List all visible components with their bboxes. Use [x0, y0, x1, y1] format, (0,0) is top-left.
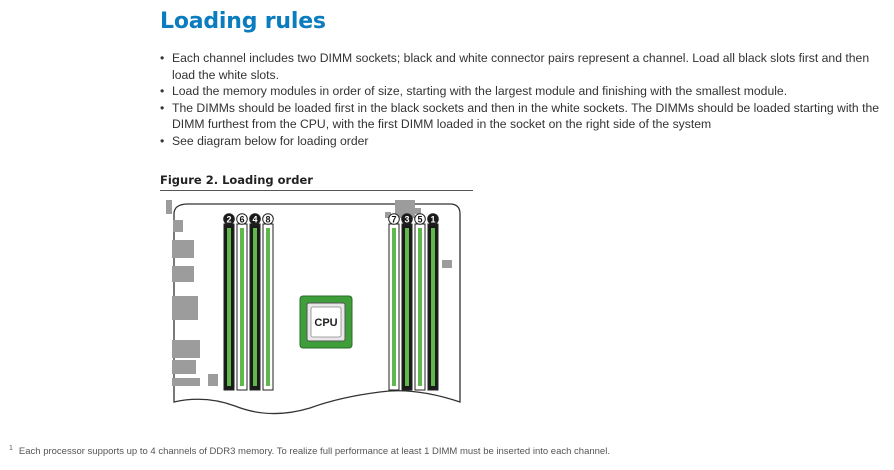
rule-item: See diagram below for loading order [160, 133, 890, 150]
dimm-slot-5: 5 [414, 213, 426, 391]
cpu-socket: CPU [299, 295, 353, 349]
dimm-slot-4: 4 [249, 213, 261, 391]
dimm-order-number: 1 [430, 215, 435, 225]
dimm-slot-1: 1 [427, 213, 439, 391]
footnote-marker: 1 [9, 445, 13, 452]
footnote: 1 Each processor supports up to 4 channel… [9, 445, 889, 457]
figure-caption: Figure 2. Loading order [160, 173, 313, 187]
loading-rules-list: Each channel includes two DIMM sockets; … [160, 50, 890, 150]
dimm-slot-8: 8 [262, 213, 274, 391]
dimm-order-number: 3 [404, 215, 409, 225]
dimm-slot-6: 6 [236, 213, 248, 391]
dimm-slot-7: 7 [388, 213, 400, 391]
dimm-order-number: 6 [239, 215, 244, 225]
rule-item: Load the memory modules in order of size… [160, 83, 890, 100]
dimm-order-number: 4 [252, 215, 257, 225]
rule-item: The DIMMs should be loaded first in the … [160, 100, 890, 133]
dimm-order-number: 2 [226, 215, 231, 225]
rear-io-ports [166, 200, 218, 386]
figure-divider [160, 190, 473, 191]
dimm-slot-2: 2 [223, 213, 235, 391]
board-components [385, 200, 452, 268]
rule-item: Each channel includes two DIMM sockets; … [160, 50, 890, 83]
dimm-order-number: 5 [417, 215, 422, 225]
dimm-order-number: 8 [265, 215, 270, 225]
page-title: Loading rules [160, 9, 326, 34]
footnote-text: Each processor supports up to 4 channels… [18, 446, 610, 458]
cpu-label: CPU [314, 317, 337, 329]
dimm-slot-3: 3 [401, 213, 413, 391]
dimm-order-number: 7 [391, 215, 396, 225]
